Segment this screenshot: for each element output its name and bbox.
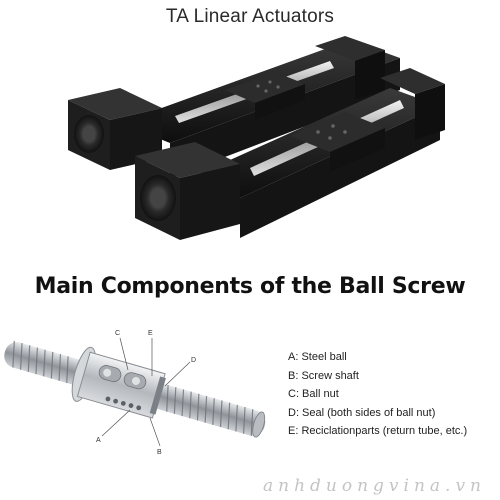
callout-d: D (191, 357, 196, 364)
linear-actuator-illustration (68, 36, 445, 240)
callout-b: B (157, 449, 162, 456)
actuator-front (135, 68, 445, 240)
watermark: anhduongvina.vn (262, 476, 486, 496)
callout-c: C (115, 330, 120, 337)
callout-e: E (148, 330, 153, 337)
callout-lines (101, 337, 191, 447)
legend-item-recirculation-parts: E: Reciclationparts (return tube, etc.) (288, 425, 468, 437)
top-title: TA Linear Actuators (165, 6, 335, 27)
actuator-back (68, 36, 400, 178)
ball-screw-heading: Main Components of the Ball Screw (34, 274, 466, 299)
callout-a: A (96, 437, 101, 444)
ball-screw-diagram: C E D A B (4, 330, 266, 456)
components-legend: A: Steel ball B: Screw shaft C: Ball nut… (288, 348, 498, 441)
legend-item-screw-shaft: B: Screw shaft (288, 369, 359, 382)
legend-item-steel-ball: A: Steel ball (288, 351, 347, 363)
legend-item-seal: D: Seal (both sides of ball nut) (288, 406, 436, 419)
ball-nut (71, 346, 166, 419)
legend-item-ball-nut: C: Ball nut (288, 388, 339, 400)
